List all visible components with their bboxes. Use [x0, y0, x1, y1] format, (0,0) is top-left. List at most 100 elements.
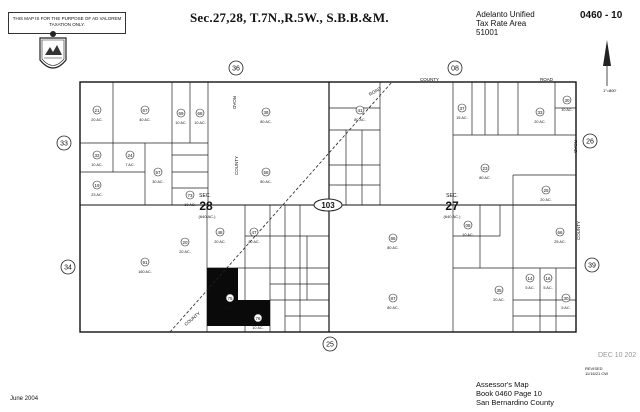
section-28-sec-label: SEC. — [199, 193, 211, 199]
map-number-103: 103 — [321, 201, 335, 210]
parcel-number-circle — [261, 167, 271, 177]
scale-label: 1"=800' — [603, 88, 617, 93]
disclaimer-box: THIS MAP IS FOR THE PURPOSE OF AD VALORE… — [8, 12, 126, 34]
parcel-number-circle — [92, 150, 102, 160]
parcel-number: 16 — [545, 276, 551, 281]
parcel-number-circle — [457, 103, 467, 113]
adjacent-map-25: 25 — [326, 342, 334, 349]
parcel-acreage: 10 AC. — [184, 203, 195, 207]
parcel-black-2 — [238, 300, 270, 326]
parcel-number: 37 — [459, 106, 465, 111]
road-label-v-road: ROAD — [232, 96, 237, 110]
adjacent-map-08: 08 — [451, 66, 459, 73]
parcel-number: 67 — [142, 108, 148, 113]
parcel-number: 08 — [465, 223, 471, 228]
parcel-number-circle — [480, 163, 490, 173]
adjacent-map-39: 39 — [588, 263, 596, 270]
parcel-number-circle — [388, 293, 398, 303]
parcel-acreage: 10 AC. — [194, 121, 205, 125]
parcel-number-circle — [535, 107, 545, 117]
parcel-number-circle — [195, 108, 205, 118]
parcel-number-circle — [463, 220, 473, 230]
parcel-number: 66 — [557, 230, 563, 235]
parcel-acreage: 20 AC. — [224, 306, 235, 310]
parcel-acreage: 80 AC. — [479, 176, 490, 180]
north-arrow-icon: 1"=800' — [603, 40, 617, 93]
road-label-north-1: COUNTY — [420, 77, 439, 82]
parcel-acreage: 5 AC. — [543, 286, 552, 290]
adjacent-map-33: 33 — [60, 141, 68, 148]
revised-box: REVISED 11/16/21 CW — [585, 366, 608, 376]
parcel-number: 23 — [482, 166, 488, 171]
map-title: Sec.27,28, T.7N.,R.5W., S.B.B.&M. — [190, 10, 389, 25]
parcel-acreage: 20 AC. — [493, 298, 504, 302]
parcel-number: 14 — [527, 276, 533, 281]
map-reference: Assessor's Map Book 0460 Page 10 San Ber… — [476, 380, 554, 407]
road-label-diag-road: ROAD — [368, 86, 382, 97]
parcel-acreage: 80 AC. — [260, 120, 271, 124]
parcel-number: 20 — [182, 240, 188, 245]
parcel-number: 48 — [217, 230, 223, 235]
parcel-number: 33 — [537, 110, 543, 115]
parcel-number: 47 — [251, 230, 257, 235]
adjacent-map-36: 36 — [232, 66, 240, 73]
parcel-number-circle — [92, 105, 102, 115]
section-27-acreage: (640 AC.) — [444, 214, 462, 219]
road-label-v-county: COUNTY — [234, 156, 239, 175]
parcel-number-circle — [92, 180, 102, 190]
county-seal-icon — [39, 31, 67, 69]
parcel-acreage: 10 AC. — [462, 233, 473, 237]
section-27-sec-label: SEC. — [446, 193, 458, 199]
parcel-number-circle — [562, 95, 572, 105]
parcel-number-circle — [555, 227, 565, 237]
parcel-acreage: 20 AC. — [214, 240, 225, 244]
parcel-number-circle — [355, 105, 365, 115]
parcel-acreage: 5 AC. — [561, 306, 570, 310]
parcel-number-circle — [525, 273, 535, 283]
parcel-number-circle — [215, 227, 225, 237]
section-28-number: 28 — [199, 199, 213, 213]
parcel-number: 30 — [563, 296, 569, 301]
parcel-number-circle — [140, 257, 150, 267]
parcel-number-circle — [176, 108, 186, 118]
parcel-acreage: 20 AC. — [540, 198, 551, 202]
map-reference-title: Assessor's Map — [476, 380, 529, 389]
adjacent-map-26: 26 — [586, 139, 594, 146]
tax-rate-area: Adelanto Unified Tax Rate Area 51001 — [476, 10, 535, 37]
parcel-number-circle — [543, 273, 553, 283]
parcel-acreage: 160 AC. — [138, 270, 152, 274]
parcel-number: 76 — [255, 316, 261, 321]
parcel-acreage: 10 AC. — [91, 163, 102, 167]
parcel-acreage: 20 AC. — [179, 250, 190, 254]
parcel-acreage: 80 AC. — [387, 246, 398, 250]
parcel-number: 35 — [496, 288, 502, 293]
parcel-number-circle — [225, 293, 235, 303]
parcel-number: 86 — [390, 236, 396, 241]
parcel-number-circle — [253, 313, 263, 323]
parcel-acreage: 80 AC. — [387, 306, 398, 310]
parcel-number: 30 — [564, 98, 570, 103]
parcel-acreage: 7 AC. — [125, 163, 134, 167]
parcel-acreage: 20 AC. — [534, 120, 545, 124]
parcel-number: 38 — [263, 110, 269, 115]
parcel-number-circle — [541, 185, 551, 195]
parcel-acreage: 15 AC. — [456, 116, 467, 120]
parcel-number-circle — [561, 293, 571, 303]
parcel-acreage: 23 AC. — [91, 193, 102, 197]
parcel-acreage: 20 AC. — [91, 118, 102, 122]
map-date: June 2004 — [10, 396, 39, 402]
school-district: Adelanto Unified — [476, 10, 535, 19]
parcel-acreage: 10 AC. — [561, 108, 572, 112]
adjacent-map-34: 34 — [64, 265, 72, 272]
parcel-number: 69 — [178, 111, 184, 116]
parcel-number: 21 — [94, 108, 100, 113]
parcel-number: 87 — [390, 296, 396, 301]
parcel-number-circle — [494, 285, 504, 295]
tax-rate-area-label: Tax Rate Area — [476, 19, 527, 28]
parcel-acreage: 40 AC. — [139, 118, 150, 122]
revised-label: REVISED — [585, 366, 603, 371]
parcel-number: 24 — [127, 153, 133, 158]
section-27-number: 27 — [445, 199, 459, 213]
parcel-number: 58 — [263, 170, 269, 175]
